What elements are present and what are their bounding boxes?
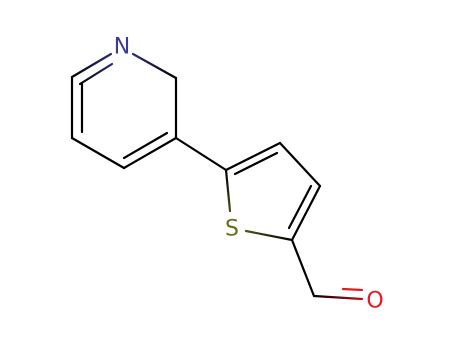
bond-c2-c3-double-inner bbox=[287, 184, 313, 230]
bond-c2-n1-double-inner bbox=[78, 62, 114, 86]
bond-pyridine-thiophene bbox=[174, 136, 228, 172]
bond-c5-s1 bbox=[224, 168, 232, 213]
bond-c4-c5-double-inner bbox=[233, 151, 279, 176]
bond-s1-c2 bbox=[244, 229, 294, 242]
bond-c-o-double-1 bbox=[312, 294, 364, 301]
bond-n1-c6 bbox=[131, 52, 178, 80]
bond-c2-n1 bbox=[70, 52, 113, 79]
bond-c3-c4 bbox=[278, 141, 322, 188]
atom-label-sulfur: S bbox=[225, 217, 239, 242]
atom-label-oxygen: O bbox=[366, 289, 383, 314]
bond-c4-c5 bbox=[224, 141, 282, 172]
bond-c2-c3 bbox=[290, 184, 322, 242]
bond-c4-c3 bbox=[70, 136, 126, 170]
thiophene-ring bbox=[224, 141, 322, 242]
bond-c5-c4-double-inner bbox=[122, 131, 169, 160]
atom-label-nitrogen: N bbox=[114, 35, 130, 60]
aldehyde-group bbox=[290, 238, 364, 301]
bond-c-o-double-2 bbox=[341, 287, 364, 292]
bond-c2-cho bbox=[290, 238, 316, 298]
pyridine-ring bbox=[70, 52, 178, 170]
bond-c5-c4 bbox=[122, 136, 178, 170]
